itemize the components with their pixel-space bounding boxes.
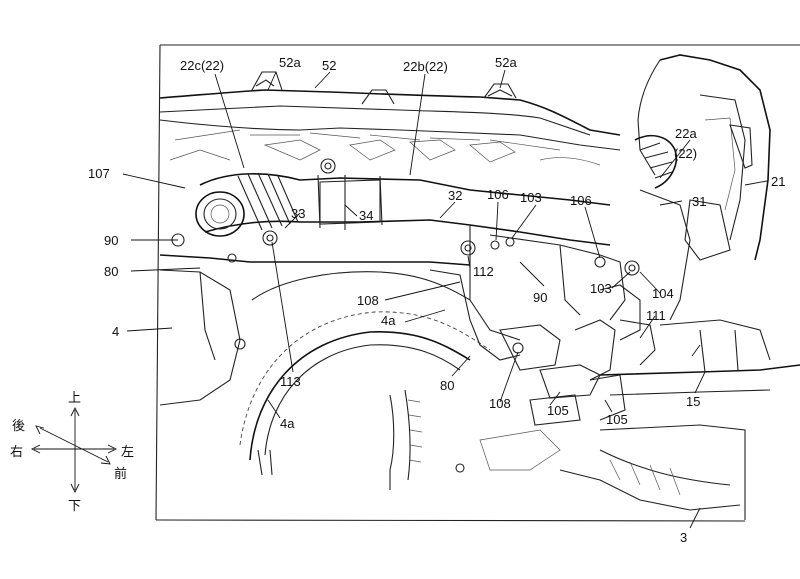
- panel-90: [460, 225, 641, 341]
- label-104: 104: [652, 286, 674, 301]
- label-34: 34: [359, 208, 373, 223]
- label-52a-right: 52a: [495, 55, 517, 70]
- direction-compass: 上 下 後 右 左 前: [10, 391, 134, 514]
- label-4a-upper: 4a: [381, 313, 396, 328]
- label-80-mid: 80: [440, 378, 454, 393]
- side-duct-22a: [634, 54, 771, 321]
- label-31: 31: [692, 194, 706, 209]
- label-90-mid: 90: [533, 290, 547, 305]
- label-105-left: 105: [547, 403, 569, 418]
- reference-labels: 22c(22) 52a 52 22b(22) 52a 22a (22) 21 1…: [88, 55, 785, 545]
- label-106-left: 106: [487, 187, 509, 202]
- label-3: 3: [680, 530, 687, 545]
- label-103-mid: 103: [590, 281, 612, 296]
- label-103-top: 103: [520, 190, 542, 205]
- label-113: 113: [280, 374, 301, 389]
- label-106-right: 106: [570, 193, 592, 208]
- intake-duct-22: [195, 158, 611, 246]
- direction-front: 前: [114, 466, 127, 482]
- label-108-bottom: 108: [489, 396, 511, 411]
- direction-left: 左: [121, 445, 134, 460]
- drawing-frame: [155, 44, 800, 522]
- label-107: 107: [88, 166, 110, 181]
- label-105-right: 105: [606, 412, 628, 427]
- label-4a-lower: 4a: [280, 416, 295, 431]
- cowl-cover-52: [159, 71, 621, 136]
- direction-down: 下: [68, 499, 81, 514]
- label-80-left: 80: [104, 264, 118, 279]
- label-52: 52: [322, 58, 336, 73]
- label-21: 21: [771, 174, 785, 189]
- label-111: 111: [646, 308, 666, 323]
- direction-rear: 後: [12, 419, 25, 434]
- lower-member-15-3: [455, 319, 800, 520]
- label-52a-left: 52a: [279, 55, 301, 70]
- wheel-house-4a: [239, 271, 491, 490]
- label-22a-paren: (22): [674, 146, 697, 161]
- brackets: [429, 269, 656, 426]
- label-90-left: 90: [104, 233, 118, 248]
- label-4: 4: [112, 324, 119, 339]
- side-member-4: [159, 230, 471, 406]
- label-32: 32: [448, 188, 462, 203]
- upper-structure: [159, 119, 621, 166]
- label-22a: 22a: [675, 126, 697, 141]
- label-15: 15: [686, 394, 700, 409]
- direction-right: 右: [10, 445, 23, 460]
- label-112: 112: [473, 264, 494, 279]
- label-33: 33: [291, 206, 305, 221]
- label-22c: 22c(22): [180, 58, 224, 73]
- leader-lines: [122, 69, 768, 529]
- direction-up: 上: [68, 391, 81, 406]
- label-108-top: 108: [357, 293, 379, 308]
- label-22b: 22b(22): [403, 59, 448, 74]
